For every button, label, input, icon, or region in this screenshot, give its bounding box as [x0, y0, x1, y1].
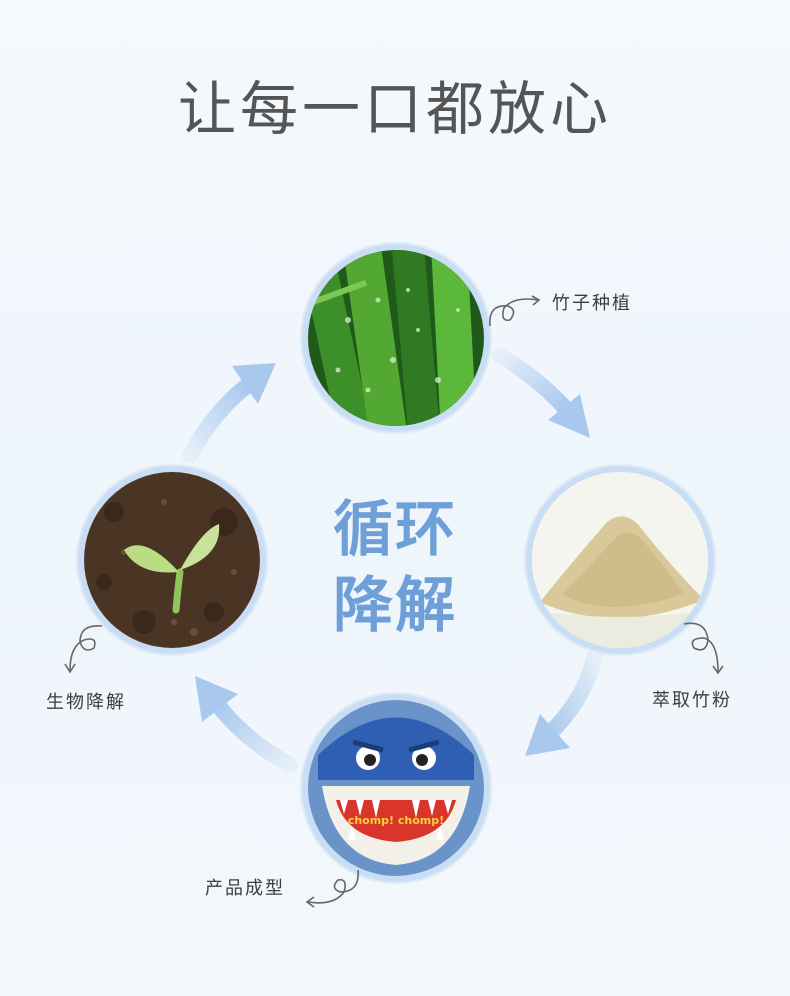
center-line-1: 循环 — [333, 495, 457, 565]
kids-plate-image: chomp! chomp! — [302, 694, 490, 882]
swirl-arrow-icon — [683, 622, 724, 675]
arrow-to-plate — [525, 647, 603, 756]
center-heading: 循环 降解 — [315, 492, 475, 644]
arrow-to-sprout — [195, 676, 298, 773]
plate-text: chomp! chomp! — [348, 814, 444, 827]
swirl-arrow-icon — [305, 869, 359, 908]
label-product-forming: 产品成型 — [205, 878, 285, 899]
label-biodegradation: 生物降解 — [46, 692, 126, 713]
sprout-image — [78, 466, 266, 654]
page-title: 让每一口都放心 — [177, 75, 612, 143]
arrow-to-powder — [492, 347, 590, 438]
center-line-2: 降解 — [333, 571, 457, 641]
label-bamboo-planting: 竹子种植 — [552, 293, 632, 314]
swirl-arrow-icon — [489, 295, 541, 327]
swirl-arrow-icon — [64, 625, 103, 674]
arrow-to-bamboo — [182, 363, 276, 463]
bamboo-powder-image — [526, 466, 714, 654]
bamboo-image — [302, 244, 490, 432]
label-extract-powder: 萃取竹粉 — [652, 690, 732, 711]
